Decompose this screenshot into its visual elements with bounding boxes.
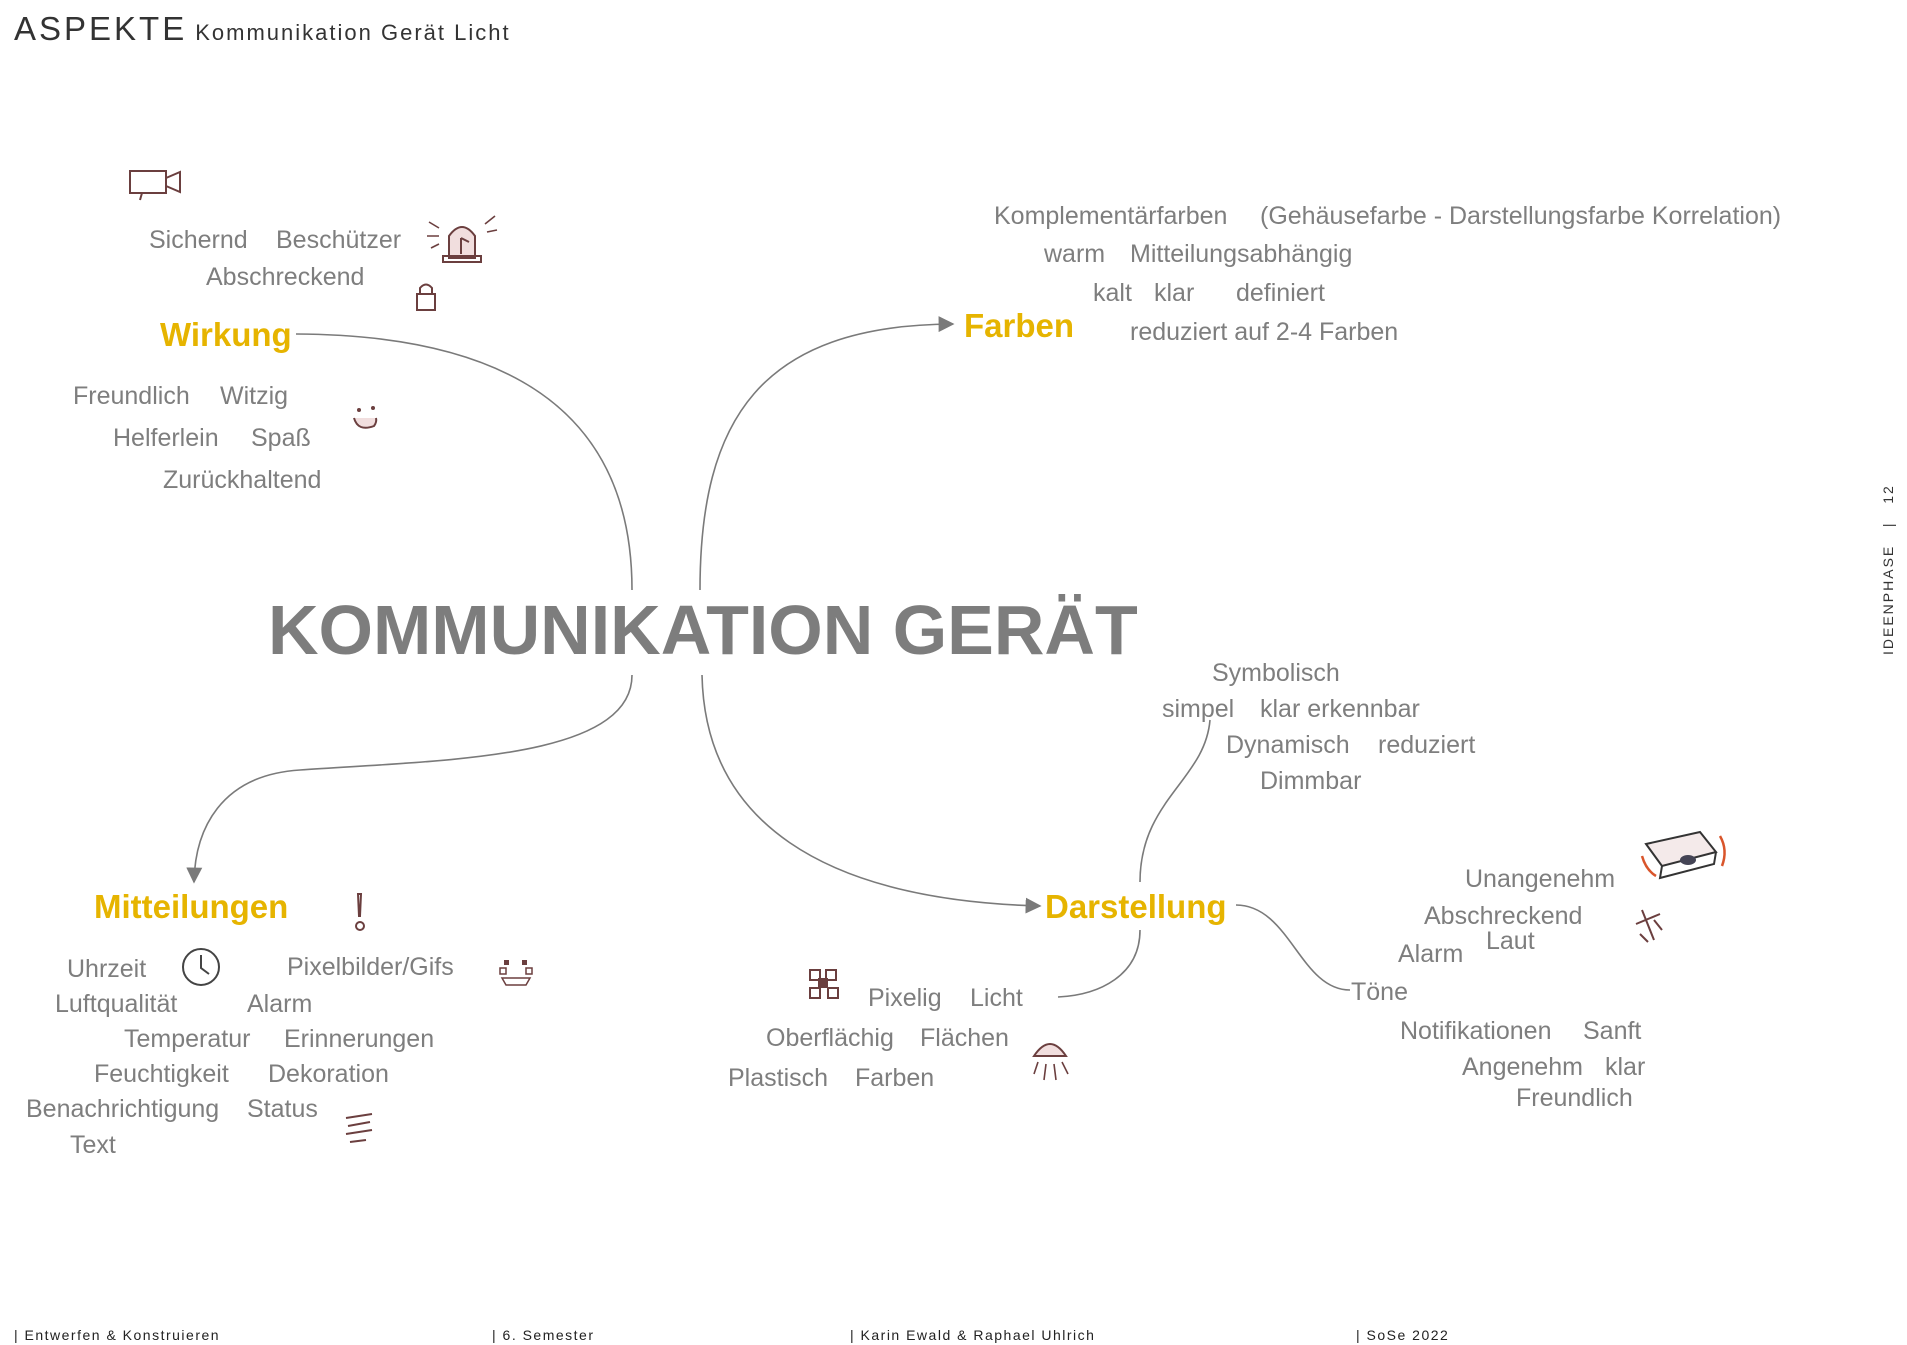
broken-icon: [1635, 909, 1663, 943]
lock-icon: [416, 283, 436, 311]
word-alarm-mitteilungen: Alarm: [247, 990, 313, 1018]
word-klar-toene: klar: [1605, 1053, 1646, 1081]
word-flaechen: Flächen: [920, 1024, 1009, 1052]
word-kalt: kalt: [1093, 279, 1132, 307]
word-pixelig: Pixelig: [868, 984, 942, 1012]
word-laut: Laut: [1486, 927, 1535, 955]
word-alarm-toene: Alarm: [1398, 940, 1464, 968]
word-licht: Licht: [970, 984, 1023, 1012]
word-dekoration: Dekoration: [268, 1060, 389, 1088]
word-benachrichtigung: Benachrichtigung: [26, 1095, 220, 1123]
word-definiert: definiert: [1236, 279, 1325, 307]
word-angenehm: Angenehm: [1462, 1053, 1583, 1081]
word-warm: warm: [1044, 240, 1106, 268]
word-status: Status: [247, 1095, 318, 1123]
word-unangenehm: Unangenehm: [1465, 865, 1616, 893]
word-abschreckend: Abschreckend: [206, 263, 365, 291]
word-simpel: simpel: [1162, 695, 1235, 723]
line-farben: [699, 316, 955, 591]
line-mitteilungen: [186, 674, 633, 884]
center-topic: KOMMUNIKATION GERÄT: [268, 591, 1138, 669]
category-mitteilungen: Mitteilungen: [94, 888, 289, 925]
lamp-icon: [1032, 1043, 1069, 1081]
pixel-grid-icon: [809, 969, 839, 999]
word-sichernd: Sichernd: [149, 226, 248, 254]
text-lines-icon: [345, 1113, 373, 1143]
line-darstellung: [701, 674, 1042, 914]
page-header: ASPEKTE Kommunikation Gerät Licht: [14, 10, 511, 48]
category-farben: Farben: [964, 307, 1075, 344]
footer-authors: | Karin Ewald & Raphael Uhlrich: [850, 1327, 1096, 1343]
word-erinnerungen: Erinnerungen: [284, 1025, 435, 1053]
word-korrelation: (Gehäusefarbe - Darstellungsfarbe Korrel…: [1260, 202, 1782, 230]
word-pixelbilder: Pixelbilder/Gifs: [287, 953, 454, 981]
word-toene: Töne: [1351, 978, 1408, 1006]
line-wirkung: [295, 333, 633, 591]
speaker-device-icon: [1640, 830, 1726, 880]
side-page-number: 12: [1880, 484, 1896, 504]
word-farben-darstellung: Farben: [855, 1064, 935, 1092]
word-klar-erkennbar: klar erkennbar: [1260, 695, 1420, 723]
word-dynamisch: Dynamisch: [1226, 731, 1350, 759]
word-plastisch: Plastisch: [728, 1064, 829, 1092]
side-phase: IDEENPHASE: [1880, 544, 1896, 655]
line-darstellung-down: [1057, 929, 1141, 998]
word-freundlich-toene: Freundlich: [1516, 1084, 1633, 1112]
word-text: Text: [70, 1131, 116, 1159]
siren-icon: [427, 215, 498, 263]
word-beschuetzer: Beschützer: [276, 226, 402, 254]
clock-icon: [182, 948, 220, 986]
word-oberflaechig: Oberflächig: [766, 1024, 894, 1052]
word-abschreckend-toene: Abschreckend: [1424, 902, 1583, 930]
word-komplementaerfarben: Komplementärfarben: [994, 202, 1228, 230]
word-mitteilungsabhaengig: Mitteilungsabhängig: [1130, 240, 1353, 268]
word-helferlein: Helferlein: [113, 424, 219, 452]
word-reduziert-farben: reduziert auf 2-4 Farben: [1130, 318, 1399, 346]
header-title: ASPEKTE: [14, 10, 188, 47]
word-freundlich: Freundlich: [73, 382, 190, 410]
word-zurueckhaltend: Zurückhaltend: [163, 466, 322, 494]
footer-course: | Entwerfen & Konstruieren: [14, 1327, 221, 1343]
word-klar: klar: [1154, 279, 1195, 307]
line-darstellung-up: [1139, 719, 1211, 883]
word-feuchtigkeit: Feuchtigkeit: [94, 1060, 229, 1088]
camera-icon: [129, 170, 181, 201]
category-wirkung: Wirkung: [160, 316, 292, 353]
word-dimmbar: Dimmbar: [1260, 767, 1362, 795]
side-label: IDEENPHASE | 12: [1880, 484, 1896, 655]
word-witzig: Witzig: [220, 382, 289, 410]
footer-semester: | 6. Semester: [492, 1327, 595, 1343]
word-notifikationen: Notifikationen: [1400, 1017, 1552, 1045]
word-temperatur: Temperatur: [124, 1025, 251, 1053]
word-sanft: Sanft: [1583, 1017, 1642, 1045]
word-reduziert-darstellung: reduziert: [1378, 731, 1476, 759]
category-darstellung: Darstellung: [1045, 888, 1227, 925]
header-subtitle: Kommunikation Gerät Licht: [195, 20, 511, 45]
word-uhrzeit: Uhrzeit: [67, 955, 147, 983]
pixel-face-icon: [499, 960, 533, 986]
line-toene: [1235, 904, 1351, 991]
word-luftqualitaet: Luftqualität: [55, 990, 178, 1018]
word-symbolisch: Symbolisch: [1212, 659, 1340, 687]
word-spass: Spaß: [251, 424, 311, 452]
smiley-icon: [353, 406, 378, 429]
footer-term: | SoSe 2022: [1356, 1327, 1450, 1343]
exclamation-icon: [355, 893, 365, 931]
